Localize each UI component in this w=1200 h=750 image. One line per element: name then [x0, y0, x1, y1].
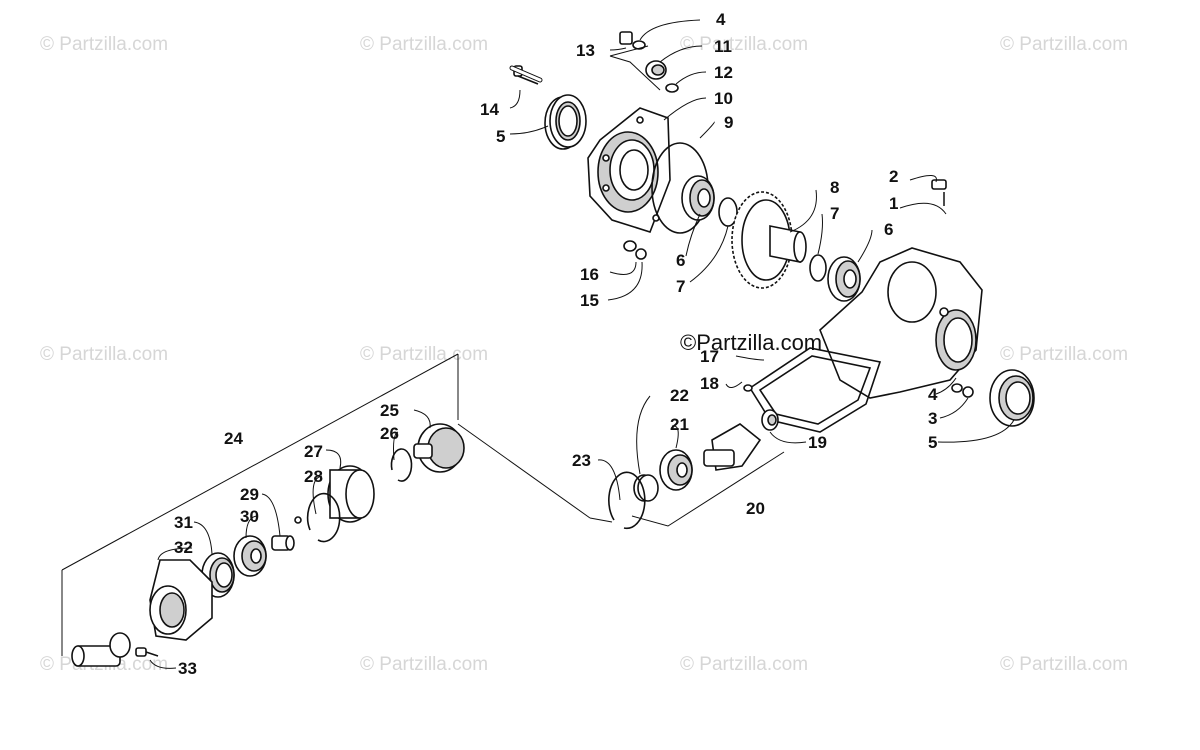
callout-7: 7	[676, 277, 685, 296]
part-bearing	[827, 256, 861, 302]
watermark: © Partzilla.com	[680, 34, 809, 55]
part-input-housing	[149, 559, 213, 641]
callout-29: 29	[240, 485, 259, 504]
watermark: © Partzilla.com	[360, 344, 489, 365]
watermark: © Partzilla.com	[1000, 34, 1129, 55]
callout-33: 33	[178, 659, 197, 678]
callout-21: 21	[670, 415, 689, 434]
callout-4: 4	[928, 385, 938, 404]
part-seal-ring	[544, 94, 587, 150]
callout-22: 22	[670, 386, 689, 405]
watermark: © Partzilla.com	[40, 344, 169, 365]
callout-14: 14	[480, 100, 499, 119]
part-vent-fitting	[931, 179, 947, 206]
watermark: © Partzilla.com	[360, 34, 489, 55]
part-shim	[809, 254, 827, 282]
watermark: © Partzilla.com	[40, 34, 169, 55]
watermark-center: ©Partzilla.com	[680, 330, 823, 355]
callout-27: 27	[304, 442, 323, 461]
part-drive-gear	[413, 423, 465, 473]
watermark: © Partzilla.com	[1000, 654, 1129, 675]
callout-5: 5	[928, 433, 937, 452]
part-pinion-gear	[703, 409, 779, 471]
callout-5: 5	[496, 127, 505, 146]
callout-7: 7	[830, 204, 839, 223]
callout-16: 16	[580, 265, 599, 284]
callout-30: 30	[240, 507, 259, 526]
part-clutch-drum	[327, 465, 375, 523]
callout-32: 32	[174, 538, 193, 557]
callout-31: 31	[174, 513, 193, 532]
callout-6: 6	[884, 220, 893, 239]
part-pinion-bearing	[659, 449, 693, 491]
part-plug	[962, 386, 974, 398]
callout-17: 17	[700, 347, 719, 366]
part-pin	[294, 516, 302, 524]
callout-11: 11	[714, 37, 732, 56]
callout-19: 19	[808, 433, 827, 452]
part-bearing	[233, 535, 267, 577]
callout-20: 20	[746, 499, 765, 518]
part-bushing	[633, 474, 659, 502]
callout-2: 2	[889, 167, 898, 186]
part-snap-ring	[306, 492, 341, 543]
callout-13: 13	[576, 41, 595, 60]
callout-3: 3	[928, 409, 937, 428]
callout-4: 4	[716, 10, 726, 29]
part-pin	[743, 384, 753, 392]
watermark: © Partzilla.com	[360, 654, 489, 675]
part-plug	[645, 60, 667, 80]
part-snap-ring	[390, 448, 413, 482]
watermark: © Partzilla.com	[1000, 344, 1129, 365]
part-bolt	[509, 65, 543, 85]
callout-26: 26	[380, 424, 399, 443]
part-input-shaft	[71, 632, 131, 667]
part-fill-plug	[619, 31, 633, 45]
part-screw	[135, 647, 159, 657]
part-o-ring	[665, 83, 679, 93]
callout-25: 25	[380, 401, 399, 420]
callout-28: 28	[304, 467, 323, 486]
callout-9: 9	[724, 113, 733, 132]
part-ring-gear	[731, 191, 807, 289]
part-cover-plate	[587, 107, 671, 233]
part-nut	[635, 248, 647, 260]
callout-24: 24	[224, 429, 243, 448]
part-seal	[989, 369, 1035, 427]
part-spacer	[271, 535, 295, 551]
callout-6: 6	[676, 251, 685, 270]
callout-8: 8	[830, 178, 839, 197]
part-gear-housing	[819, 247, 983, 399]
part-washer	[623, 240, 637, 252]
part-snap-ring	[608, 471, 646, 530]
callout-1: 1	[889, 194, 898, 213]
callout-18: 18	[700, 374, 719, 393]
part-bearing	[681, 175, 715, 221]
callout-12: 12	[714, 63, 733, 82]
callout-23: 23	[572, 451, 591, 470]
part-washer	[951, 383, 963, 393]
watermark: © Partzilla.com	[680, 654, 809, 675]
callout-15: 15	[580, 291, 599, 310]
part-washer	[632, 40, 646, 50]
leader-lines	[149, 19, 1015, 669]
callout-10: 10	[714, 89, 733, 108]
